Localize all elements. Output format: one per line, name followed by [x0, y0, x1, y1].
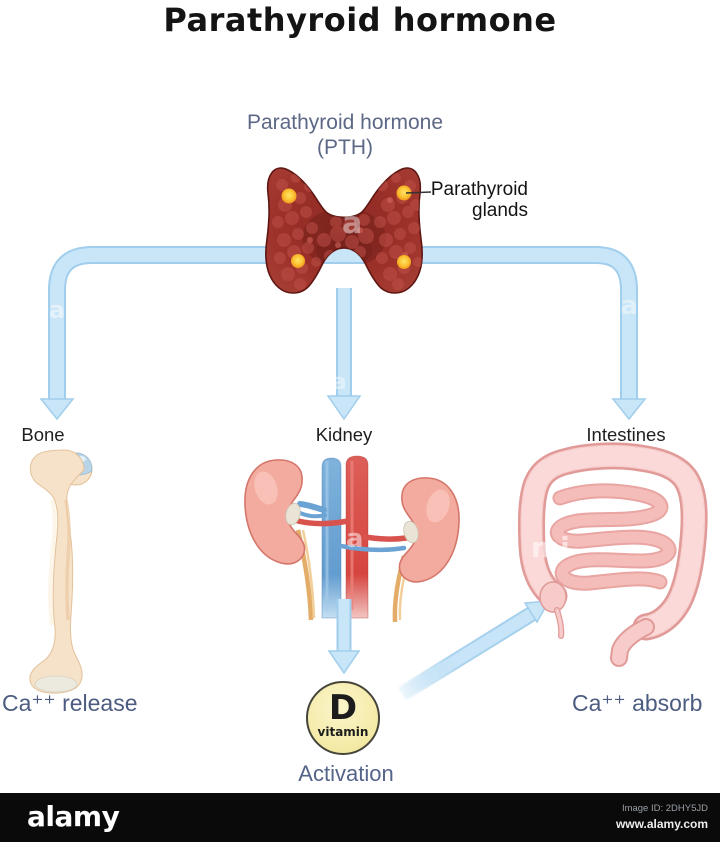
cecum — [539, 581, 567, 613]
arrowhead-to-bone — [39, 398, 75, 421]
parathyroid-glands-callout-line1: Parathyroid — [430, 179, 528, 200]
pth-hormone-label: Parathyroid hormone (PTH) — [205, 111, 485, 161]
bone-label: Bone — [21, 424, 65, 445]
vitamin-d-word: vitamin — [317, 725, 369, 739]
pth-bracket-arrow — [39, 246, 647, 421]
kidney-label: Kidney — [315, 424, 373, 445]
renal-artery-left — [295, 518, 351, 527]
arrowhead-to-kidney — [326, 395, 362, 421]
renal-pelvis-right — [403, 520, 419, 544]
diagram-canvas — [29, 167, 708, 701]
vena-cava-vessel — [321, 457, 342, 619]
kidney-illustration — [244, 455, 460, 623]
parathyroid-dot — [291, 254, 305, 268]
arrowhead-to-intestines — [611, 398, 647, 421]
parathyroid-dot — [396, 185, 412, 201]
vitamin-d-badge: D vitamin — [306, 681, 380, 755]
vitamin-d-letter: D — [328, 688, 358, 728]
vitamin-to-intestines-arrow — [397, 600, 551, 701]
renal-vein-right — [338, 543, 407, 552]
renal-vein-left — [297, 501, 327, 513]
pth-hormone-label-line2: (PTH) — [317, 135, 373, 159]
footer-id-block: Image ID: 2DHY5JD www.alamy.com — [616, 802, 708, 833]
kidney-to-vitamin-arrow — [327, 599, 361, 675]
callout-pointer-line — [405, 191, 432, 194]
femur-condyle-cartilage — [34, 675, 78, 693]
parathyroid-glands-callout: Parathyroid glands — [428, 179, 528, 222]
parathyroid-glands-callout-line2: glands — [472, 199, 528, 221]
femur-body — [29, 449, 85, 694]
parathyroid-dot — [281, 188, 297, 204]
calcium-release-label: Ca⁺⁺ release — [2, 690, 138, 716]
thyroid-gland-illustration — [265, 167, 432, 294]
renal-artery-right — [362, 534, 409, 542]
alamy-footer-bar: alamy Image ID: 2DHY5JD www.alamy.com — [0, 793, 720, 842]
alamy-url-text: www.alamy.com — [615, 816, 708, 831]
pth-hormone-label-line1: Parathyroid hormone — [246, 111, 444, 134]
calcium-absorb-label: Ca⁺⁺ absorb — [572, 690, 703, 716]
pth-center-arrow — [326, 288, 362, 421]
parathyroid-dots — [281, 185, 412, 269]
bone-illustration — [29, 449, 93, 694]
intestines-illustration — [517, 442, 708, 667]
activation-label: Activation — [298, 761, 394, 786]
intestines-label: Intestines — [586, 424, 666, 445]
parathyroid-dot — [397, 255, 411, 269]
renal-pelvis-left — [285, 502, 301, 526]
page-title: Parathyroid hormone — [163, 1, 557, 39]
alamy-logo: alamy — [27, 800, 120, 833]
thyroid-texture — [272, 173, 423, 290]
image-id-text: Image ID: 2DHY5JD — [621, 803, 708, 814]
